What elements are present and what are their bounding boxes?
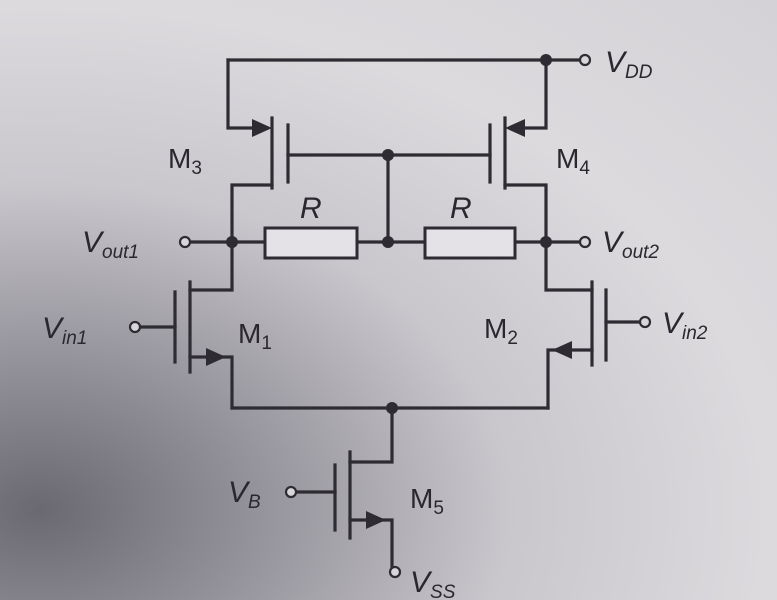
- resistor-r1: [263, 226, 359, 260]
- resistor-r2: [423, 226, 517, 260]
- label-vout1: Vout1: [82, 226, 139, 263]
- transistor-m2: [544, 240, 652, 410]
- label-m5: M5: [410, 483, 444, 519]
- transistor-m3: [230, 116, 290, 244]
- label-m3: M3: [168, 143, 202, 179]
- label-vb: VB: [228, 476, 261, 513]
- label-vin1: Vin1: [42, 312, 87, 349]
- label-vin2: Vin2: [662, 307, 708, 344]
- label-r2: R: [450, 192, 472, 225]
- label-vdd: VDD: [605, 46, 653, 83]
- label-m4: M4: [556, 143, 590, 179]
- vdd-rail: [226, 53, 592, 130]
- label-vss: VSS: [410, 566, 456, 600]
- transistor-m1: [128, 240, 234, 410]
- label-r1: R: [300, 192, 322, 225]
- label-vout2: Vout2: [602, 226, 659, 263]
- transistor-m4: [488, 116, 548, 244]
- label-m2: M2: [484, 313, 518, 349]
- output-network: [178, 226, 592, 260]
- label-m1: M1: [238, 318, 272, 354]
- transistor-m5: [284, 406, 402, 579]
